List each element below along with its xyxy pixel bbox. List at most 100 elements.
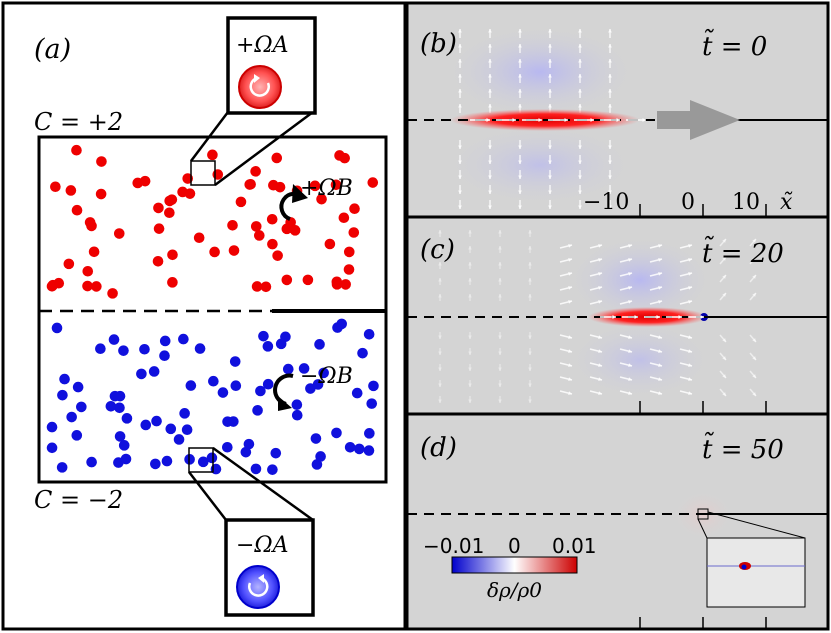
particle-top [50, 181, 61, 193]
flow-arrowhead [548, 205, 552, 209]
panel-a-label: (a) [34, 34, 71, 65]
colorbar-tick: −0.01 [423, 534, 484, 558]
particle-bottom [46, 421, 58, 433]
particle-bottom [151, 415, 162, 427]
flow-arrowhead [608, 175, 612, 179]
particle-top [268, 179, 279, 191]
flow-arrowhead [488, 104, 492, 108]
flow-arrowhead [438, 383, 442, 387]
particle-top [164, 195, 175, 207]
flow-arrowhead [598, 299, 602, 304]
flow-arrowhead [548, 175, 552, 179]
particle-top [348, 227, 360, 238]
flow-arrowhead [634, 315, 638, 319]
flow-arrowhead [528, 367, 532, 371]
flow-arrowhead [568, 285, 572, 290]
flow-arrowhead [608, 59, 612, 63]
flow-arrowhead [608, 145, 612, 149]
particle-bottom [140, 419, 152, 431]
particle-bottom [228, 416, 239, 427]
particle-bottom [139, 343, 150, 355]
panel-d-time: t̃ = 50 [702, 431, 784, 465]
particle-top [212, 169, 224, 180]
zoom-line [212, 446, 314, 522]
flow-arrowhead [568, 335, 572, 340]
particle-bottom [51, 322, 63, 334]
particles-bottom [46, 318, 379, 475]
flow-arrowhead [688, 391, 692, 396]
flow-arrowhead [438, 294, 442, 298]
flow-arrowhead [628, 377, 632, 382]
particle-top [91, 281, 102, 292]
flow-arrowhead [688, 299, 692, 304]
particle-bottom [161, 455, 173, 467]
flow-arrowhead [458, 175, 462, 179]
particle-top [63, 258, 75, 270]
particle-top [96, 156, 107, 167]
panel-c: (c) t̃ = 20 [407, 218, 828, 413]
flow-arrowhead [528, 246, 532, 250]
flow-arrowhead [598, 243, 602, 248]
flow-arrowhead [608, 89, 612, 93]
flow-arrowhead [518, 160, 522, 164]
flow-arrowhead [568, 349, 572, 354]
particle-top [349, 203, 360, 215]
particle-top [193, 232, 205, 244]
particle-top [71, 204, 83, 216]
flow-arrowhead [518, 29, 522, 33]
omega-a-top-label: +ΩA [236, 33, 289, 58]
zoom-box [697, 508, 709, 520]
flow-arrowhead [438, 246, 442, 250]
particle-bottom [185, 380, 197, 391]
particle-bottom [267, 464, 278, 475]
particle-top [245, 178, 256, 190]
panel-a: (a) C = +2 C = −2 +ΩA −ΩA +ΩB [1, 1, 407, 631]
flow-arrowhead [538, 118, 542, 122]
flow-arrowhead [578, 29, 582, 33]
flow-arrowhead [564, 118, 568, 122]
particle-top [164, 207, 175, 219]
flow-arrowhead [688, 243, 692, 248]
flow-arrowhead [498, 399, 502, 403]
particle-bottom [76, 401, 87, 413]
flow-arrowhead [528, 399, 532, 403]
particle-bottom [159, 335, 171, 347]
flow-arrowhead [700, 315, 704, 319]
particle-top [53, 277, 65, 289]
flow-arrowhead [578, 175, 582, 179]
flow-arrowhead [528, 278, 532, 282]
panel-d-label: (d) [420, 433, 457, 463]
flow-arrowhead [498, 294, 502, 298]
particle-top [367, 177, 379, 188]
flow-arrowhead [458, 89, 462, 93]
particle-top [167, 249, 178, 261]
panel-d: (d) t̃ = 50 −0.01 0 0.01 δρ/ρ0 [407, 415, 828, 629]
colorbar [451, 556, 578, 574]
particle-top [82, 265, 94, 277]
flow-arrowhead [608, 205, 612, 209]
particle-bottom [243, 438, 255, 450]
flow-arrowhead [688, 377, 692, 382]
particle-bottom [357, 347, 368, 359]
particle-top [267, 238, 278, 250]
particle-bottom [312, 379, 324, 390]
rotation-icon [249, 76, 270, 97]
particle-bottom [368, 380, 379, 392]
curved-arrow-icon [278, 396, 292, 411]
flow-arrowhead [608, 104, 612, 108]
particle-top [260, 281, 272, 293]
flow-arrowhead [518, 175, 522, 179]
particle-top [207, 149, 218, 161]
panel-b-time: t̃ = 0 [702, 28, 767, 62]
particle-bottom [57, 389, 68, 401]
flow-arrowhead [598, 257, 602, 262]
flow-arrowhead [488, 29, 492, 33]
x-axis-label: x̃ [780, 190, 793, 215]
flow-arrowhead [518, 205, 522, 209]
zoom-line [190, 111, 229, 162]
zoom-line [214, 110, 314, 187]
particle-bottom [315, 451, 326, 462]
flow-arrowhead [528, 294, 532, 298]
flow-arrowhead [488, 175, 492, 179]
